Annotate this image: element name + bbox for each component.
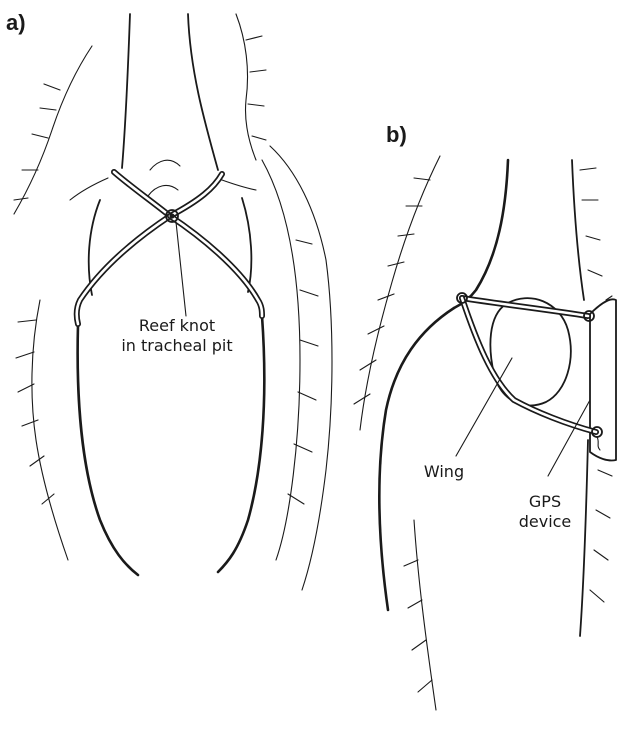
- wing-outline-right-outer: [270, 146, 332, 590]
- feather-outline-front: [360, 156, 440, 430]
- feather-outline-left: [14, 46, 92, 214]
- neck-front-outline: [454, 160, 508, 308]
- feather-outline-right: [236, 14, 256, 160]
- gps-leader-line: [548, 400, 590, 476]
- knot-annotation-line2: in tracheal pit: [121, 336, 232, 355]
- knot-annotation-line1: Reef knot: [139, 316, 215, 335]
- back-outline-lower: [580, 440, 588, 636]
- harness-straps-a: [77, 172, 262, 324]
- wing-label: Wing: [424, 462, 464, 481]
- back-outline-upper: [572, 160, 584, 300]
- shoulder-line-right: [222, 180, 256, 190]
- panel-a-label: a): [6, 10, 26, 35]
- reef-knot-center: [169, 213, 174, 218]
- body-left-outline: [78, 325, 138, 575]
- feather-strokes-front: [354, 178, 430, 404]
- panel-b-label: b): [386, 122, 407, 147]
- neck-left-outline: [122, 14, 130, 168]
- knot-leader-line: [176, 222, 186, 316]
- feather-strokes-left: [14, 84, 60, 200]
- feather-strokes-back: [580, 168, 602, 276]
- harness-straps-b: [462, 298, 596, 432]
- feather-strokes-belly: [404, 560, 432, 692]
- wing-feather-left: [32, 300, 68, 560]
- breast-tuft-lower: [148, 185, 178, 196]
- wing-feather-right: [262, 160, 300, 560]
- body-front-outline: [379, 308, 454, 610]
- feather-strokes-right: [246, 36, 266, 140]
- wing-leader-line: [456, 358, 512, 456]
- strap-tail: [597, 437, 600, 450]
- panel-a: a): [6, 10, 332, 590]
- breast-tuft: [150, 160, 180, 170]
- gps-label-line1: GPS: [529, 492, 561, 511]
- wing-feather-strokes-left: [16, 320, 54, 504]
- feather-outline-belly: [414, 520, 436, 710]
- shoulder-line-left: [70, 178, 108, 200]
- feather-strokes-back-lower: [590, 470, 612, 602]
- neck-right-outline: [188, 14, 218, 170]
- gps-label-line2: device: [519, 512, 572, 531]
- panel-b: b) Wing GPS device: [354, 122, 616, 710]
- wing-feather-strokes-right: [288, 240, 318, 504]
